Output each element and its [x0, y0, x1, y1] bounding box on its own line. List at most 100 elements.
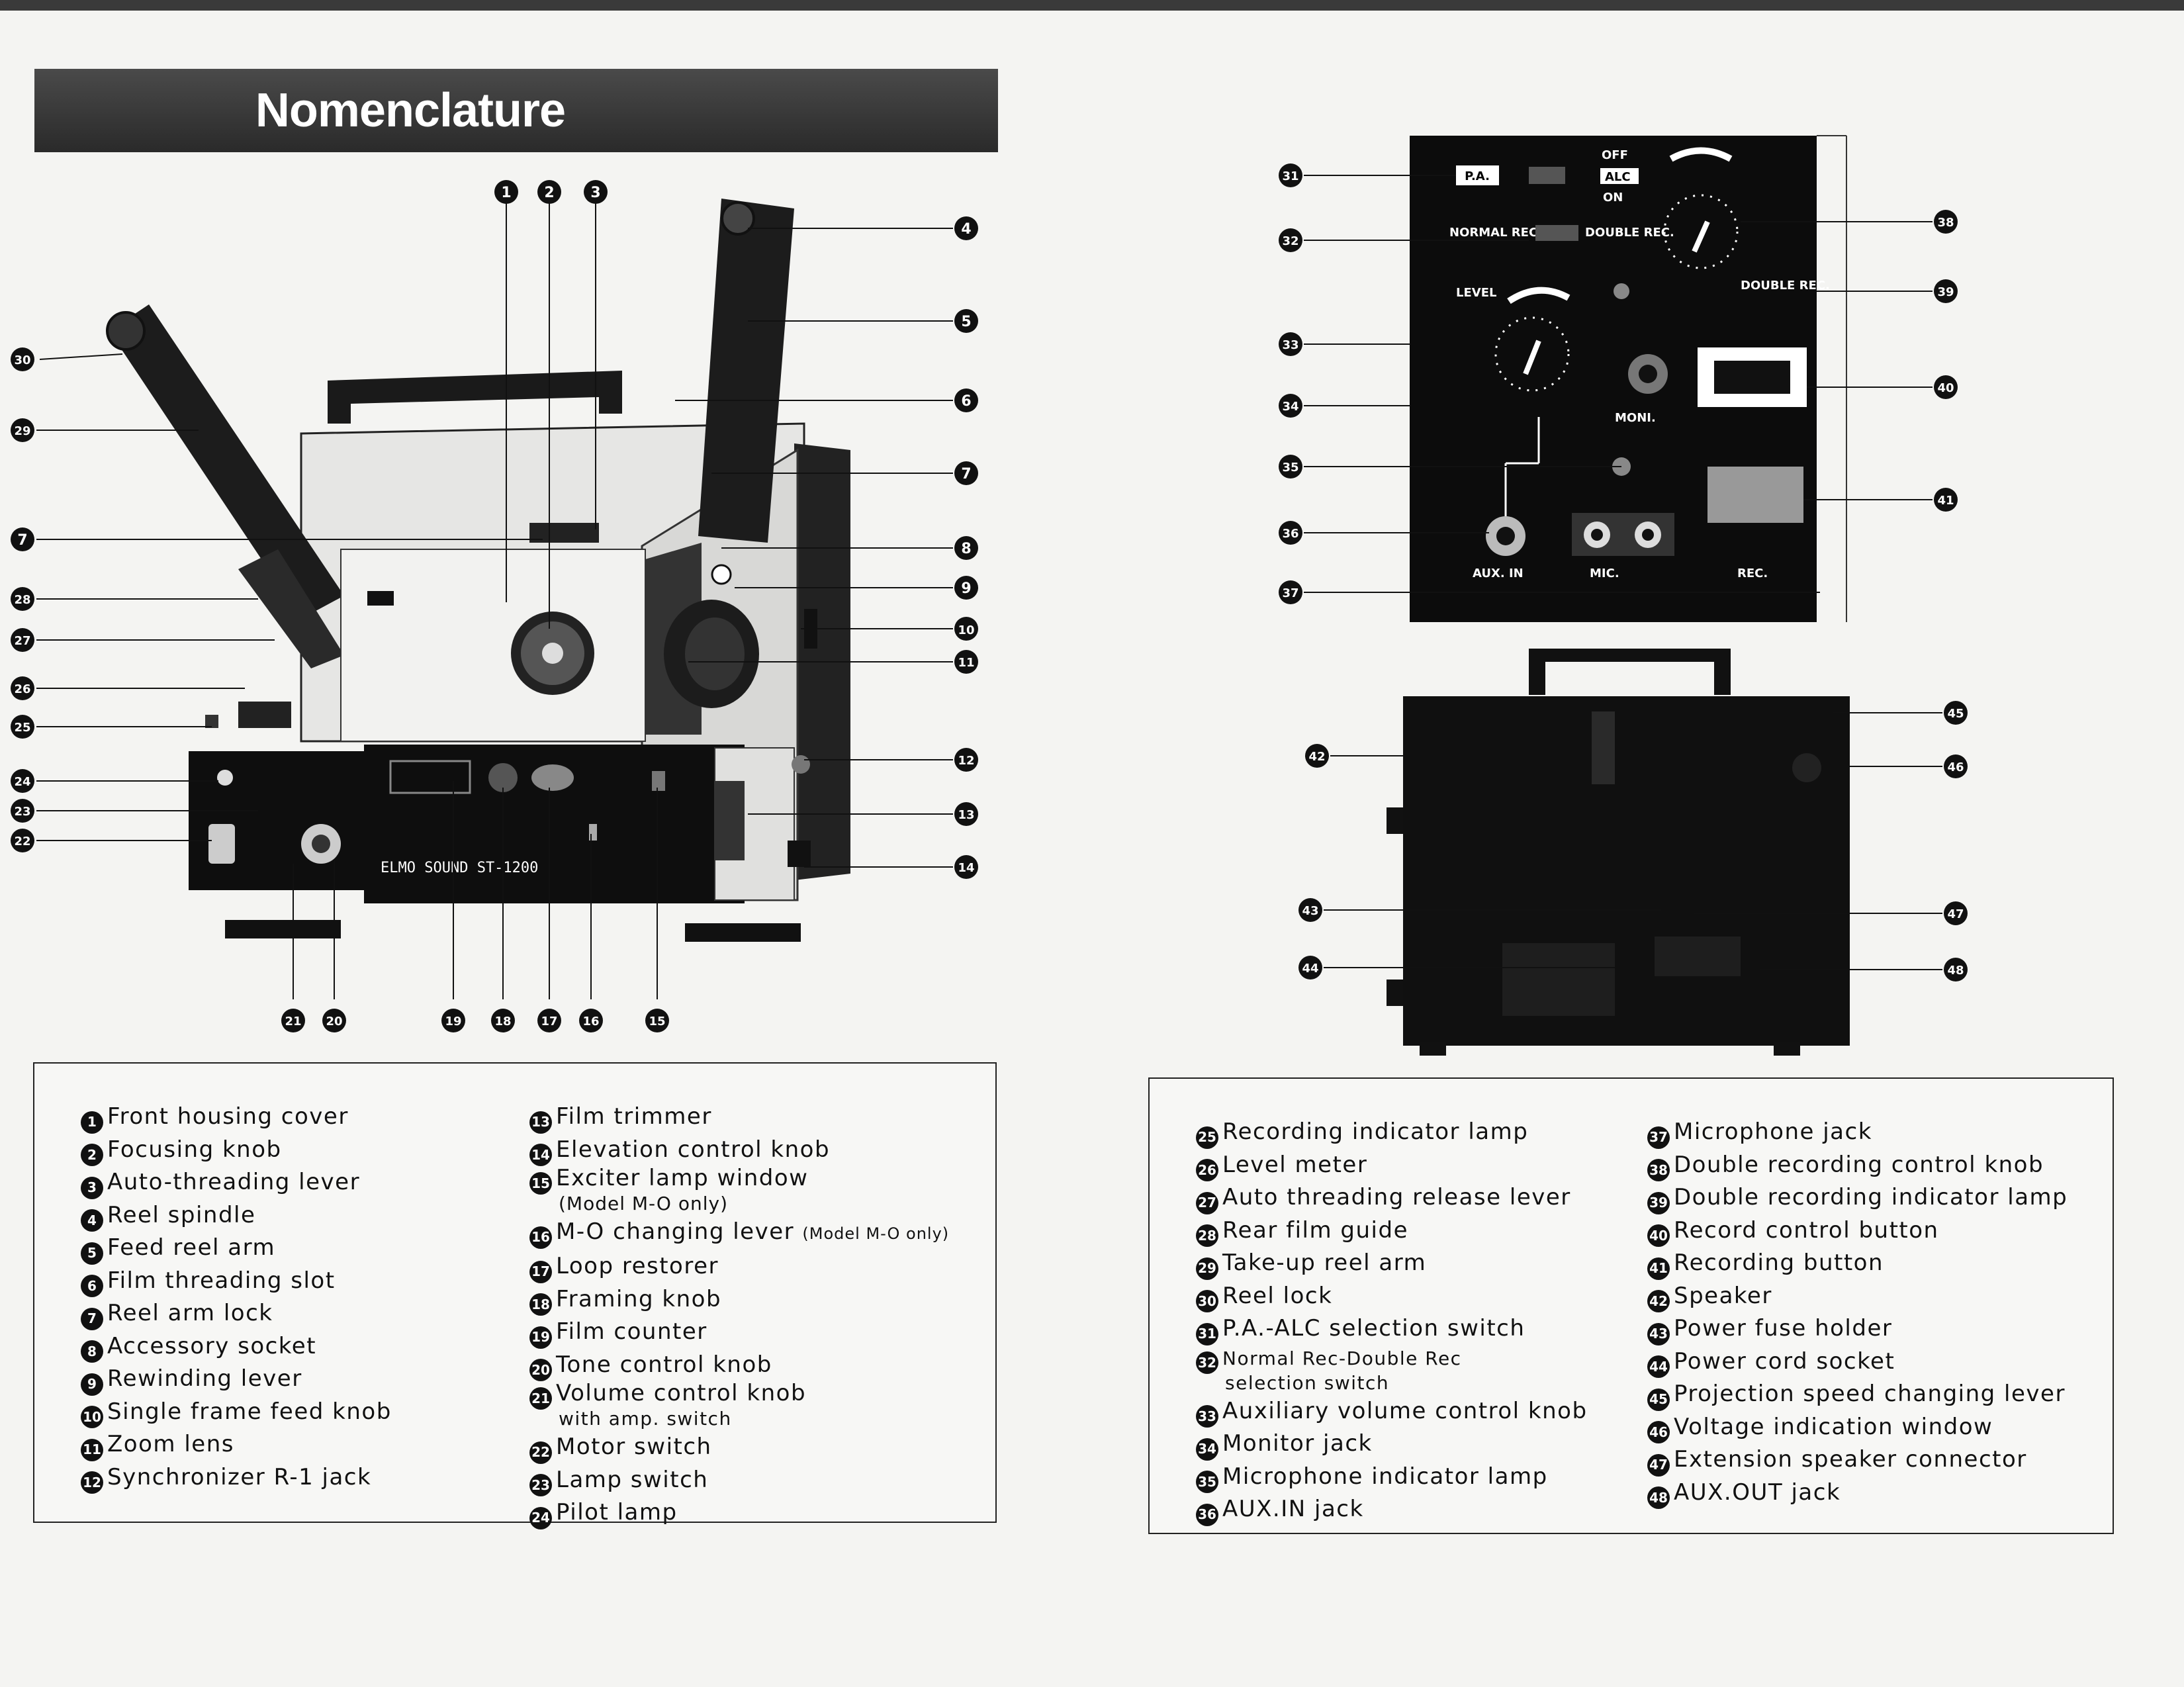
- svg-text:9: 9: [961, 580, 971, 597]
- callout-31: 31: [1279, 163, 1302, 187]
- callout-38: 38: [1934, 210, 1958, 234]
- callout-1: 1: [494, 180, 518, 204]
- svg-text:20: 20: [326, 1015, 342, 1028]
- callout-2: 2: [537, 180, 561, 204]
- callout-27: 27: [11, 628, 34, 652]
- callout-36: 36: [1279, 521, 1302, 545]
- svg-text:37: 37: [1282, 586, 1298, 600]
- svg-text:8: 8: [961, 541, 971, 557]
- callout-16: 16: [579, 1009, 603, 1032]
- alc-label: ALC: [1605, 170, 1631, 184]
- panel-callouts: 31 32 33 34 35 36 37 38 39 40 41: [1279, 163, 1958, 604]
- svg-text:35: 35: [1282, 461, 1298, 475]
- svg-text:42: 42: [1308, 750, 1325, 764]
- svg-text:36: 36: [1282, 527, 1298, 541]
- callout-32: 32: [1279, 228, 1302, 252]
- svg-text:34: 34: [1282, 400, 1298, 414]
- svg-text:44: 44: [1302, 962, 1318, 976]
- front-projector-illustration: ELMO SOUND ST-1200: [106, 199, 850, 942]
- svg-text:38: 38: [1937, 216, 1954, 230]
- double-rec-knob-label: DOUBLE REC.: [1741, 279, 1830, 293]
- callout-37: 37: [1279, 580, 1302, 604]
- svg-text:23: 23: [14, 805, 30, 819]
- title-banner: Nomenclature: [34, 69, 998, 152]
- brand-label: ELMO SOUND ST-1200: [381, 860, 538, 876]
- svg-text:43: 43: [1302, 904, 1318, 918]
- callout-5: 5: [954, 309, 978, 333]
- callout-6: 6: [954, 388, 978, 412]
- svg-text:24: 24: [14, 775, 30, 789]
- svg-text:11: 11: [958, 656, 974, 670]
- callout-47: 47: [1944, 901, 1968, 925]
- svg-text:25: 25: [14, 721, 30, 735]
- callout-9: 9: [954, 576, 978, 600]
- callout-41: 41: [1934, 488, 1958, 512]
- callout-48: 48: [1944, 958, 1968, 981]
- svg-text:48: 48: [1947, 964, 1964, 978]
- callout-21: 21: [281, 1009, 305, 1032]
- page-title: Nomenclature: [255, 84, 566, 137]
- rear-view-illustration: [1387, 649, 1850, 1056]
- svg-text:47: 47: [1947, 907, 1964, 921]
- svg-text:7: 7: [961, 466, 971, 482]
- svg-text:16: 16: [582, 1015, 599, 1028]
- svg-text:29: 29: [14, 424, 30, 438]
- svg-text:28: 28: [14, 593, 30, 607]
- svg-text:39: 39: [1937, 285, 1954, 299]
- svg-text:40: 40: [1937, 381, 1954, 395]
- svg-text:22: 22: [14, 835, 30, 848]
- front-callouts: 1 2 3 4 5 6 7 8 9 10 11 12 13 14 15 16 1…: [11, 180, 978, 1032]
- control-panel-illustration: P.A. OFF ALC ON NORMAL REC. DOUBLE REC. …: [1410, 135, 1847, 622]
- callout-42: 42: [1305, 744, 1329, 768]
- svg-text:26: 26: [14, 682, 30, 696]
- callout-8: 8: [954, 536, 978, 560]
- double-rec-label: DOUBLE REC.: [1585, 226, 1674, 240]
- svg-text:46: 46: [1947, 760, 1964, 774]
- normal-rec-label: NORMAL REC.: [1449, 226, 1542, 240]
- svg-text:12: 12: [958, 754, 974, 768]
- rear-callouts: 42 43 44 45 46 47 48: [1298, 701, 1968, 981]
- callout-10: 10: [954, 617, 978, 641]
- svg-text:6: 6: [961, 393, 971, 410]
- callout-23: 23: [11, 799, 34, 823]
- callout-40: 40: [1934, 375, 1958, 399]
- svg-text:14: 14: [958, 861, 974, 875]
- callout-39: 39: [1934, 279, 1958, 303]
- callout-13: 13: [954, 802, 978, 826]
- svg-text:33: 33: [1282, 338, 1298, 352]
- callout-18: 18: [491, 1009, 515, 1032]
- callout-46: 46: [1944, 754, 1968, 778]
- callout-7a: 7: [954, 461, 978, 485]
- svg-text:2: 2: [544, 185, 554, 201]
- svg-text:3: 3: [590, 185, 600, 201]
- device-illustrations: ELMO SOUND ST-1200 1: [11, 135, 1968, 1056]
- svg-text:32: 32: [1282, 234, 1298, 248]
- callout-45: 45: [1944, 701, 1968, 725]
